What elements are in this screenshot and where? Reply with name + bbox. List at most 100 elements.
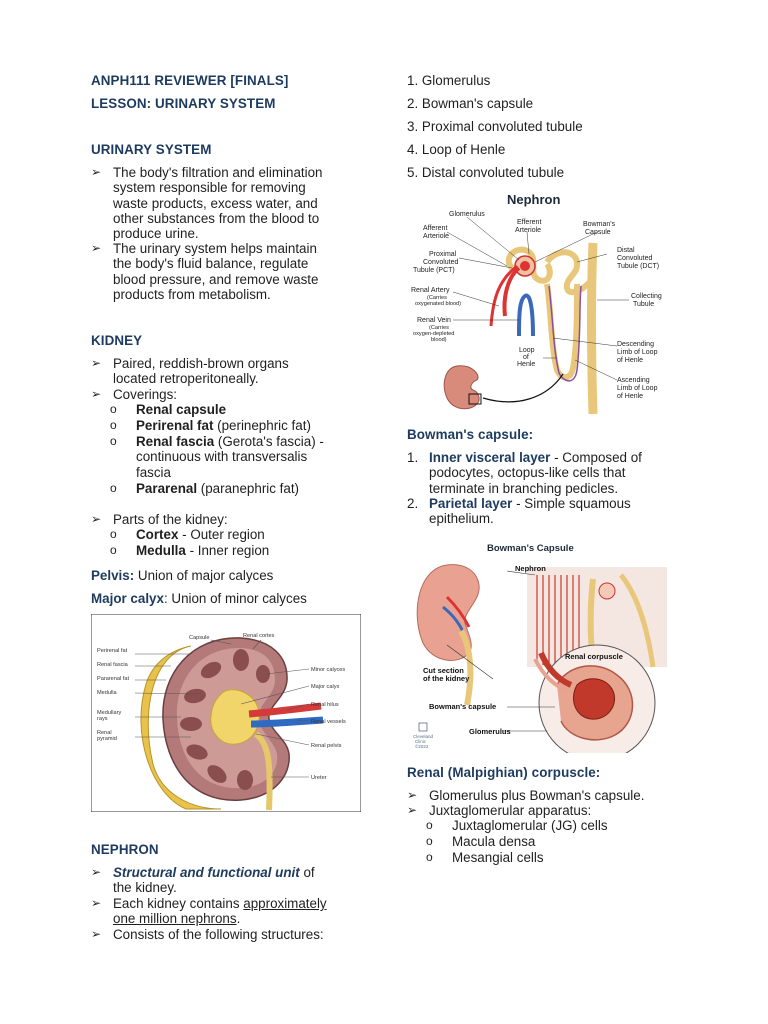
lesson-title: LESSON: URINARY SYSTEM xyxy=(91,96,276,111)
svg-text:Tubule: Tubule xyxy=(633,301,654,308)
svg-text:Convoluted: Convoluted xyxy=(423,259,459,266)
arrowhead-bullet-icon: ➢ xyxy=(407,803,418,817)
svg-text:Ascending: Ascending xyxy=(617,377,650,384)
label-renal-pyramid-1: Renal xyxy=(97,730,112,736)
svg-text:Arteriole: Arteriole xyxy=(423,233,449,240)
svg-text:of the kidney: of the kidney xyxy=(423,674,470,683)
covering-renal-fascia: o Renal fascia (Gerota's fascia) - conti… xyxy=(110,434,324,480)
svg-text:Cut section: Cut section xyxy=(423,666,464,675)
nephron-figure-title: Nephron xyxy=(507,192,561,207)
label-pararenal-fat: Pararenal fat xyxy=(97,676,129,682)
svg-text:Descending: Descending xyxy=(617,341,654,348)
renal-corpuscle-heading: Renal (Malpighian) corpuscle: xyxy=(407,765,601,780)
corpuscle-bullet-1: ➢ Glomerulus plus Bowman's capsule. xyxy=(407,788,645,803)
hollow-circle-bullet-icon: o xyxy=(110,434,117,448)
hollow-circle-bullet-icon: o xyxy=(426,850,433,864)
label-medullary-rays-2: rays xyxy=(97,716,108,722)
jga-item-2: o Macula densa xyxy=(426,834,536,849)
svg-text:Tubule (PCT): Tubule (PCT) xyxy=(413,267,455,274)
svg-text:Proximal: Proximal xyxy=(429,251,457,258)
covering-renal-capsule: o Renal capsule xyxy=(110,402,227,417)
corpuscle-bullet-2: ➢ Juxtaglomerular apparatus: xyxy=(407,803,592,818)
urinary-bullet-2: ➢ The urinary system helps maintain the … xyxy=(91,241,319,302)
label-minor-calyces: Minor calyces xyxy=(311,667,345,673)
jga-item-3: o Mesangial cells xyxy=(426,850,544,865)
svg-text:Capsule: Capsule xyxy=(585,229,611,236)
label-renal-cortex: Renal cortex xyxy=(243,633,275,639)
svg-text:Bowman's capsule: Bowman's capsule xyxy=(429,702,496,711)
label-renal-vessels: Renal vessels xyxy=(311,719,346,725)
label-major-calyx: Major calyx xyxy=(311,684,339,690)
svg-text:(Carries: (Carries xyxy=(429,325,449,331)
label-capsule: Capsule xyxy=(189,635,210,641)
label-ureter: Ureter xyxy=(311,775,327,781)
hollow-circle-bullet-icon: o xyxy=(426,834,433,848)
svg-text:of Henle: of Henle xyxy=(617,357,643,364)
svg-text:oxygenated blood): oxygenated blood) xyxy=(415,301,461,307)
kidney-anatomy-figure: Perirenal fat Renal fascia Pararenal fat… xyxy=(91,614,361,812)
svg-text:Nephron: Nephron xyxy=(515,564,546,573)
svg-text:Bowman's: Bowman's xyxy=(583,221,616,228)
part-cortex: o Cortex - Outer region xyxy=(110,527,265,542)
bowman-layer-1: 1. Inner visceral layer - Composed of po… xyxy=(407,450,642,496)
svg-text:©2022: ©2022 xyxy=(415,743,429,749)
urinary-bullet-1: ➢ The body's filtration and elimination … xyxy=(91,165,323,242)
arrowhead-bullet-icon: ➢ xyxy=(91,387,102,401)
svg-text:Efferent: Efferent xyxy=(517,219,541,226)
kidney-bullet-1: ➢ Paired, reddish-brown organs located r… xyxy=(91,356,289,387)
arrowhead-bullet-icon: ➢ xyxy=(91,165,102,179)
bowman-layer-2: 2. Parietal layer - Simple squamous epit… xyxy=(407,496,631,527)
bowmans-capsule-figure: Bowman's Capsule Nephron Renal corpu xyxy=(407,535,679,753)
hollow-circle-bullet-icon: o xyxy=(110,543,117,557)
svg-text:Convoluted: Convoluted xyxy=(617,255,653,262)
nephron-structure-2: 2. Bowman's capsule xyxy=(407,96,534,111)
svg-text:oxygen-depleted: oxygen-depleted xyxy=(413,331,454,337)
label-medulla: Medulla xyxy=(97,690,117,696)
nephron-heading: NEPHRON xyxy=(91,842,159,857)
svg-text:Bowman's Capsule: Bowman's Capsule xyxy=(487,543,574,554)
part-medulla: o Medulla - Inner region xyxy=(110,543,270,558)
svg-text:Glomerulus: Glomerulus xyxy=(469,727,511,736)
svg-text:Renal corpuscle: Renal corpuscle xyxy=(565,652,623,661)
svg-text:Glomerulus: Glomerulus xyxy=(449,211,485,218)
svg-text:Limb of Loop: Limb of Loop xyxy=(617,385,658,392)
hollow-circle-bullet-icon: o xyxy=(110,481,117,495)
arrowhead-bullet-icon: ➢ xyxy=(91,896,102,910)
svg-text:Arteriole: Arteriole xyxy=(515,227,541,234)
svg-text:Cleveland: Cleveland xyxy=(413,734,434,739)
svg-text:of: of xyxy=(523,354,529,361)
svg-text:Renal Artery: Renal Artery xyxy=(411,287,450,294)
svg-text:of Henle: of Henle xyxy=(617,393,643,400)
nephron-structure-5: 5. Distal convoluted tubule xyxy=(407,165,565,180)
svg-text:blood): blood) xyxy=(431,337,447,343)
arrowhead-bullet-icon: ➢ xyxy=(91,356,102,370)
document-title: ANPH111 REVIEWER [FINALS] xyxy=(91,73,289,88)
svg-text:Afferent: Afferent xyxy=(423,225,447,232)
label-medullary-rays-1: Medullary xyxy=(97,710,121,716)
arrowhead-bullet-icon: ➢ xyxy=(91,865,102,879)
svg-text:Distal: Distal xyxy=(617,247,635,254)
nephron-bullet-3: ➢ Consists of the following structures: xyxy=(91,927,324,942)
svg-text:(Carries: (Carries xyxy=(427,295,447,301)
label-perirenal-fat: Perirenal fat xyxy=(97,648,128,654)
hollow-circle-bullet-icon: o xyxy=(426,818,433,832)
jga-item-1: o Juxtaglomerular (JG) cells xyxy=(426,818,608,833)
svg-text:Tubule (DCT): Tubule (DCT) xyxy=(617,263,659,270)
nephron-structure-3: 3. Proximal convoluted tubule xyxy=(407,119,583,134)
label-renal-pyramid-2: pyramid xyxy=(97,736,117,742)
hollow-circle-bullet-icon: o xyxy=(110,418,117,432)
nephron-bullet-1: ➢ Structural and functional unit of the … xyxy=(91,865,315,896)
hollow-circle-bullet-icon: o xyxy=(110,527,117,541)
svg-text:Limb of Loop: Limb of Loop xyxy=(617,349,658,356)
label-renal-hilus: Renal hilus xyxy=(311,702,339,708)
label-renal-pelvis: Renal pelvis xyxy=(311,743,342,749)
arrowhead-bullet-icon: ➢ xyxy=(91,927,102,941)
svg-text:Clinic: Clinic xyxy=(415,739,427,744)
hollow-circle-bullet-icon: o xyxy=(110,402,117,416)
covering-pararenal: o Pararenal (paranephric fat) xyxy=(110,481,300,496)
urinary-system-heading: URINARY SYSTEM xyxy=(91,142,212,157)
svg-text:Henle: Henle xyxy=(517,361,535,368)
arrowhead-bullet-icon: ➢ xyxy=(91,512,102,526)
covering-perirenal-fat: o Perirenal fat (perinephric fat) xyxy=(110,418,311,433)
nephron-structure-1: 1. Glomerulus xyxy=(407,73,491,88)
